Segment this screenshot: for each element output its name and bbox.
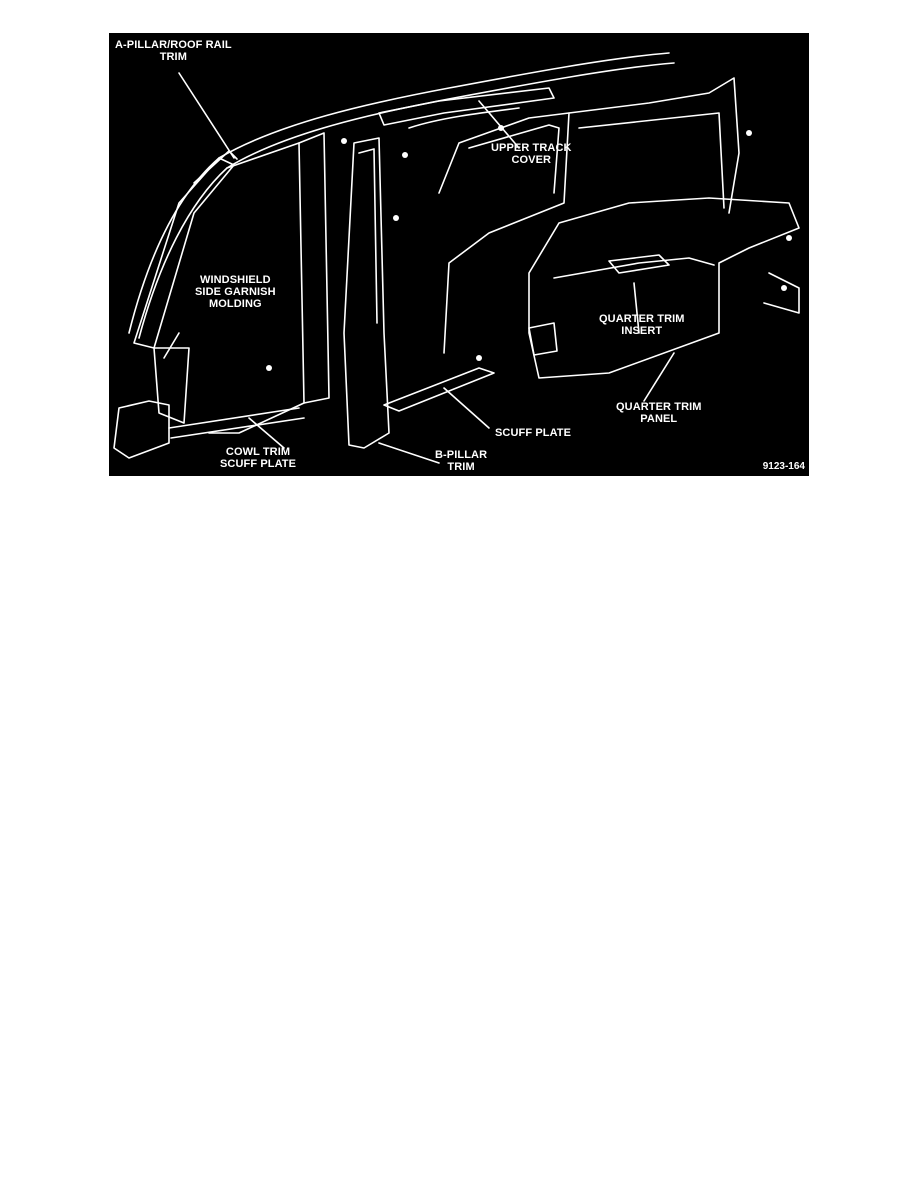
roof-rail — [128, 52, 670, 334]
label-cowl-trim-scuff-plate: COWL TRIM SCUFF PLATE — [220, 446, 296, 470]
label-line: INSERT — [621, 325, 663, 337]
b-pillar-trim — [343, 137, 390, 449]
label-line: SIDE GARNISH — [195, 286, 276, 298]
upper-track-cover — [378, 87, 555, 126]
label-line: COVER — [511, 154, 552, 166]
label-windshield-side-garnish-molding: WINDSHIELD SIDE GARNISH MOLDING — [195, 274, 276, 310]
label-line: WINDSHIELD — [199, 274, 271, 286]
windshield-garnish-molding — [153, 347, 190, 424]
label-upper-track-cover: UPPER TRACK COVER — [491, 142, 572, 166]
label-quarter-trim-insert: QUARTER TRIM INSERT — [599, 313, 685, 337]
label-line: COWL TRIM — [225, 446, 291, 458]
label-quarter-trim-panel: QUARTER TRIM PANEL — [616, 401, 702, 425]
label-line: UPPER TRACK — [491, 142, 572, 154]
label-scuff-plate: SCUFF PLATE — [495, 427, 571, 439]
label-line: A-PILLAR/ROOF RAIL — [115, 39, 232, 51]
scuff-plate — [383, 367, 495, 412]
label-line: QUARTER TRIM — [599, 313, 685, 325]
label-line: B-PILLAR — [435, 449, 488, 461]
quarter-trim-panel — [528, 197, 800, 379]
label-line: MOLDING — [209, 298, 262, 310]
interior-trim-diagram: A-PILLAR/ROOF RAIL TRIM UPPER TRACK COVE… — [109, 33, 809, 476]
label-line: SCUFF PLATE — [220, 458, 297, 470]
cowl-trim-scuff-plate — [113, 400, 170, 459]
label-b-pillar-trim: B-PILLAR TRIM — [435, 449, 487, 473]
quarter-trim-insert — [608, 254, 670, 274]
label-line: QUARTER TRIM — [616, 401, 702, 413]
label-line: SCUFF PLATE — [495, 427, 572, 439]
trim-line-drawing — [113, 52, 800, 464]
figure-id: 9123-164 — [762, 461, 805, 472]
label-line: TRIM — [159, 51, 187, 63]
a-pillar-trim — [133, 157, 235, 349]
label-a-pillar-roof-rail-trim: A-PILLAR/ROOF RAIL TRIM — [115, 39, 232, 63]
label-line: PANEL — [640, 413, 678, 425]
label-line: TRIM — [447, 461, 475, 473]
